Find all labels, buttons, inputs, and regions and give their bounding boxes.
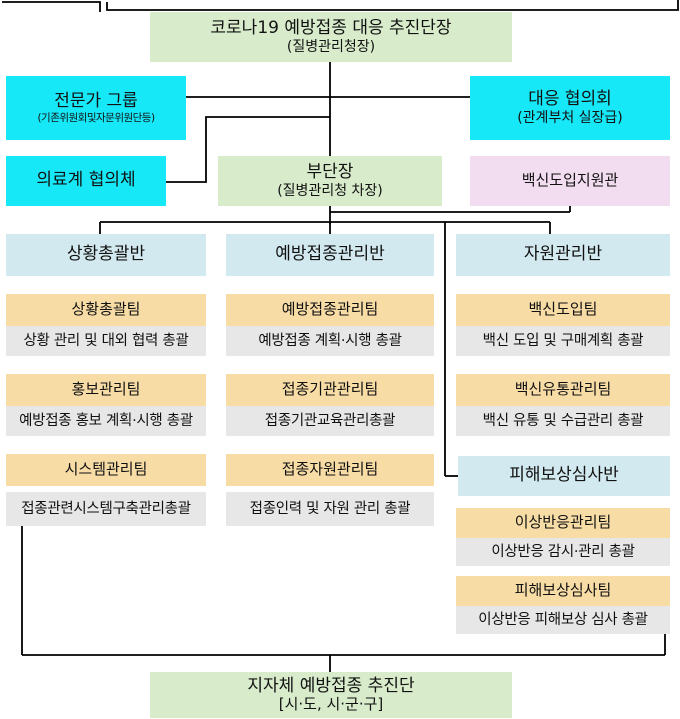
- team-name-text: 접종기관관리팀: [281, 380, 379, 399]
- council-sub: (관계부처 실장급): [517, 109, 623, 126]
- team-desc: 접종인력 및 자원 관리 총괄: [226, 492, 434, 526]
- medical-council-box: 의료계 협의체: [6, 156, 166, 206]
- expert-group-sub: (기존위원회및자문위원단등): [37, 111, 155, 124]
- local-box: 지자체 예방접종 추진단 [시·도, 시·군·구]: [150, 672, 512, 718]
- division-title: 피해보상심사반: [509, 465, 619, 486]
- vaccine-officer-title: 백신도입지원관: [521, 171, 619, 190]
- team-name: 홍보관리팀: [6, 374, 206, 406]
- team-name-text: 상황총괄팀: [71, 300, 141, 319]
- team-desc-text: 접종인력 및 자원 관리 총괄: [249, 500, 411, 517]
- expert-group-box: 전문가 그룹 (기존위원회및자문위원단등): [6, 76, 186, 140]
- vaccine-officer-box: 백신도입지원관: [470, 156, 670, 206]
- team-desc-text: 상황 관리 및 대외 협력 총괄: [23, 332, 189, 349]
- team-name-text: 시스템관리팀: [64, 460, 148, 479]
- team-desc: 상황 관리 및 대외 협력 총괄: [6, 326, 206, 356]
- team-desc-text: 이상반응 피해보상 심사 총괄: [478, 611, 648, 628]
- team-desc: 백신 유통 및 수급관리 총괄: [456, 406, 670, 436]
- medical-council-title: 의료계 협의체: [36, 170, 136, 191]
- team-name: 접종기관관리팀: [226, 374, 434, 406]
- team-desc-text: 백신 유통 및 수급관리 총괄: [482, 412, 644, 429]
- team-name: 시스템관리팀: [6, 454, 206, 486]
- division-resource: 자원관리반: [456, 234, 670, 276]
- team-desc-text: 예방접종 홍보 계획·시행 총괄: [19, 412, 193, 429]
- hq-box: 코로나19 예방접종 대응 추진단장 (질병관리청장): [150, 12, 512, 62]
- deputy-sub: (질병관리청 차장): [277, 182, 383, 199]
- team-name: 상황총괄팀: [6, 294, 206, 326]
- team-name-text: 이상반응관리팀: [514, 513, 612, 532]
- team-desc: 이상반응 감시·관리 총괄: [456, 538, 670, 566]
- team-desc: 예방접종 계획·시행 총괄: [226, 326, 434, 356]
- frame-right: [106, 0, 679, 11]
- expert-group-title: 전문가 그룹: [54, 91, 138, 112]
- team-name: 이상반응관리팀: [456, 508, 670, 538]
- division-title: 예방접종관리반: [275, 244, 385, 265]
- team-name-text: 예방접종관리팀: [281, 300, 379, 319]
- team-desc: 이상반응 피해보상 심사 총괄: [456, 606, 670, 634]
- council-box: 대응 협의회 (관계부처 실장급): [470, 76, 670, 140]
- division-compensation: 피해보상심사반: [458, 456, 670, 496]
- team-name: 접종자원관리팀: [226, 454, 434, 486]
- division-title: 자원관리반: [523, 244, 603, 265]
- division-prevention: 예방접종관리반: [226, 234, 434, 276]
- team-desc-text: 접종관련시스템구축관리총괄: [21, 500, 191, 517]
- frame-left: [2, 1, 101, 12]
- team-desc-text: 백신 도입 및 구매계획 총괄: [482, 332, 644, 349]
- team-name-text: 피해보상심사팀: [514, 581, 612, 600]
- hq-sub: (질병관리청장): [286, 38, 376, 55]
- team-desc: 백신 도입 및 구매계획 총괄: [456, 326, 670, 356]
- local-title: 지자체 예방접종 추진단: [247, 675, 415, 696]
- deputy-box: 부단장 (질병관리청 차장): [218, 156, 442, 206]
- deputy-title: 부단장: [306, 162, 354, 183]
- division-title: 상황총괄반: [66, 244, 146, 265]
- team-name: 백신유통관리팀: [456, 374, 670, 406]
- team-name-text: 홍보관리팀: [71, 380, 141, 399]
- team-name: 예방접종관리팀: [226, 294, 434, 326]
- team-name: 피해보상심사팀: [456, 576, 670, 606]
- team-name-text: 접종자원관리팀: [281, 460, 379, 479]
- team-name-text: 백신도입팀: [528, 300, 598, 319]
- local-sub: [시·도, 시·군·구]: [278, 695, 384, 714]
- team-desc: 예방접종 홍보 계획·시행 총괄: [6, 406, 206, 436]
- team-name: 백신도입팀: [456, 294, 670, 326]
- team-name-text: 백신유통관리팀: [514, 380, 612, 399]
- division-situation: 상황총괄반: [6, 234, 206, 276]
- team-desc-text: 이상반응 감시·관리 총괄: [491, 543, 635, 560]
- team-desc-text: 예방접종 계획·시행 총괄: [258, 332, 402, 349]
- council-title: 대응 협의회: [528, 89, 612, 110]
- hq-title: 코로나19 예방접종 대응 추진단장: [210, 18, 452, 39]
- team-desc-text: 접종기관교육관리총괄: [264, 412, 396, 429]
- team-desc: 접종기관교육관리총괄: [226, 406, 434, 436]
- team-desc: 접종관련시스템구축관리총괄: [6, 492, 206, 526]
